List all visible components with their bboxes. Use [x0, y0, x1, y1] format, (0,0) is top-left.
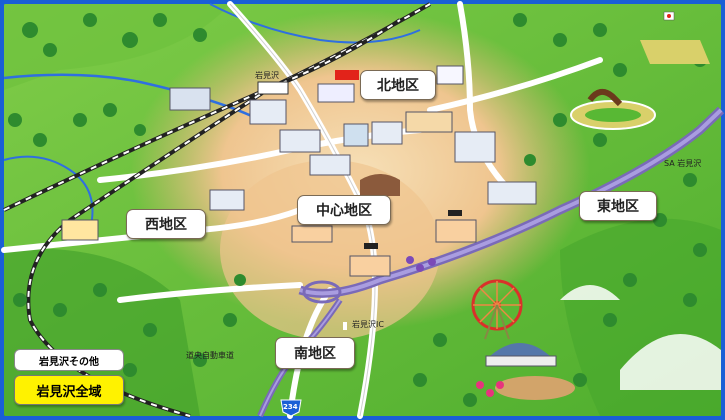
ic-interchange: [302, 280, 342, 304]
station-building: [257, 81, 289, 95]
route-number: 234: [283, 403, 298, 411]
railway: [3, 2, 431, 418]
fort-park: [640, 40, 710, 64]
other-area-label: 岩見沢その他: [39, 356, 99, 368]
all-area-button[interactable]: 岩見沢全域: [14, 375, 124, 405]
district-east-label: 東地区: [597, 199, 639, 215]
ferris-wheel-icon: [471, 279, 523, 340]
route-shield: [280, 399, 302, 417]
sa-label: SA 岩見沢: [664, 159, 702, 168]
district-south-label: 南地区: [294, 346, 336, 362]
district-north-button[interactable]: 北地区: [360, 70, 436, 100]
dome-building: [490, 343, 550, 356]
district-east-button[interactable]: 東地区: [579, 191, 657, 221]
other-area-button[interactable]: 岩見沢その他: [14, 349, 124, 371]
district-north-label: 北地区: [377, 78, 419, 94]
trees: [8, 13, 707, 407]
expressway-label: 道央自動車道: [186, 351, 234, 360]
ic-label: 岩見沢IC: [352, 320, 384, 329]
district-west-label: 西地区: [145, 217, 187, 233]
district-south-button[interactable]: 南地区: [275, 337, 355, 369]
ski-slope: [620, 334, 721, 390]
buildings: [61, 65, 537, 277]
district-central-label: 中心地区: [316, 203, 372, 219]
district-west-button[interactable]: 西地区: [126, 209, 206, 239]
all-area-label: 岩見沢全域: [36, 384, 102, 400]
river: [3, 73, 261, 122]
district-central-button[interactable]: 中心地区: [297, 195, 391, 225]
station-label: 岩見沢: [255, 71, 279, 80]
flower-park: [476, 381, 504, 397]
